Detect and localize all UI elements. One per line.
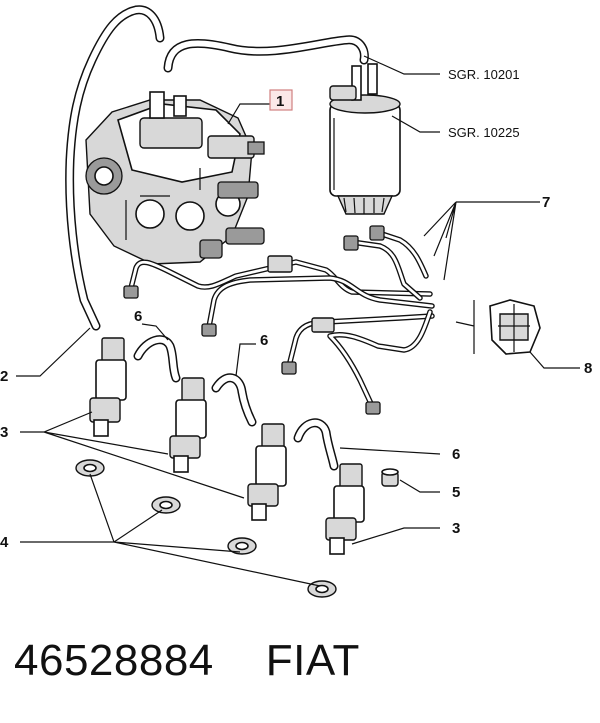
cap — [381, 468, 399, 487]
callout-8[interactable]: 8 — [584, 360, 592, 377]
callout-6-left[interactable]: 6 — [134, 308, 142, 325]
injection-pump — [85, 91, 265, 265]
injector-3 — [247, 423, 287, 521]
brand-name: FIAT — [265, 636, 360, 685]
leader-lines — [16, 55, 580, 587]
callout-box-1 — [269, 89, 293, 111]
part-caption: 46528884 FIAT — [14, 636, 360, 696]
callout-2[interactable]: 2 — [0, 368, 8, 385]
fuel-filter — [329, 63, 401, 215]
injectors — [89, 337, 365, 555]
callout-4[interactable]: 4 — [0, 534, 9, 551]
upper-hose — [163, 35, 369, 73]
return-hose — [65, 5, 165, 331]
reference-hose[interactable]: SGR. 10201 — [448, 67, 520, 82]
callout-5[interactable]: 5 — [452, 484, 460, 501]
injector-2 — [169, 377, 207, 473]
injector-4 — [325, 463, 365, 555]
callout-3-left[interactable]: 3 — [0, 424, 8, 441]
exploded-parts-diagram: 1 2 3 3 4 5 6 6 6 7 8 SGR. 10201 SGR. 10… — [0, 5, 592, 598]
injection-pipes — [123, 225, 435, 415]
callout-6-right[interactable]: 6 — [452, 446, 460, 463]
leakoff-hoses — [133, 335, 339, 471]
injector-1 — [89, 337, 127, 437]
washers — [75, 459, 337, 598]
callout-3-right[interactable]: 3 — [452, 520, 460, 537]
callout-6-mid[interactable]: 6 — [260, 332, 268, 349]
part-number: 46528884 — [14, 636, 214, 685]
reference-filter[interactable]: SGR. 10225 — [448, 125, 520, 140]
callout-1[interactable]: 1 — [276, 93, 284, 110]
pipe-clip — [489, 299, 541, 355]
callout-7[interactable]: 7 — [542, 194, 550, 211]
